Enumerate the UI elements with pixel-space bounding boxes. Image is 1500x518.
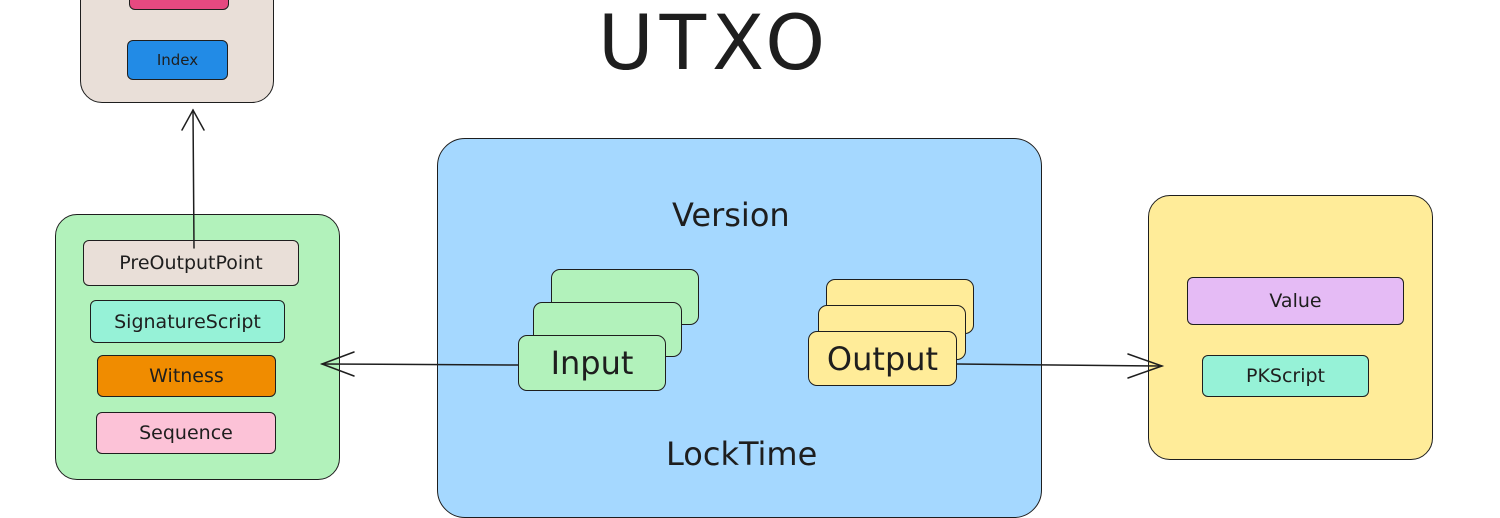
index-chip: Index [127,40,228,80]
pre-output-point-field: PreOutputPoint [83,240,299,286]
pk-script-field: PKScript [1202,355,1369,397]
preoutputpoint-to-outpoint-arrow [192,109,195,249]
diagram-title: UTXO [598,0,832,87]
input-list: Input [518,335,666,391]
output-arrowhead [1127,353,1165,379]
output-list: Output [808,331,957,386]
connector-arrows [181,108,1165,379]
output-detail-panel [1148,195,1433,460]
input-arrowhead [319,351,355,377]
version-label: Version [672,196,790,234]
output-to-detail-arrow [956,363,1163,367]
lock-time-label: LockTime [666,435,818,473]
signature-script-field: SignatureScript [90,300,285,343]
input-list-label: Input [550,344,634,382]
sequence-field: Sequence [96,412,276,454]
output-list-label: Output [826,339,939,378]
witness-field: Witness [97,355,276,397]
value-field: Value [1187,277,1404,325]
preoutputpoint-arrowhead [181,108,205,131]
hash-chip [129,0,229,10]
input-to-detail-arrow [321,363,519,366]
